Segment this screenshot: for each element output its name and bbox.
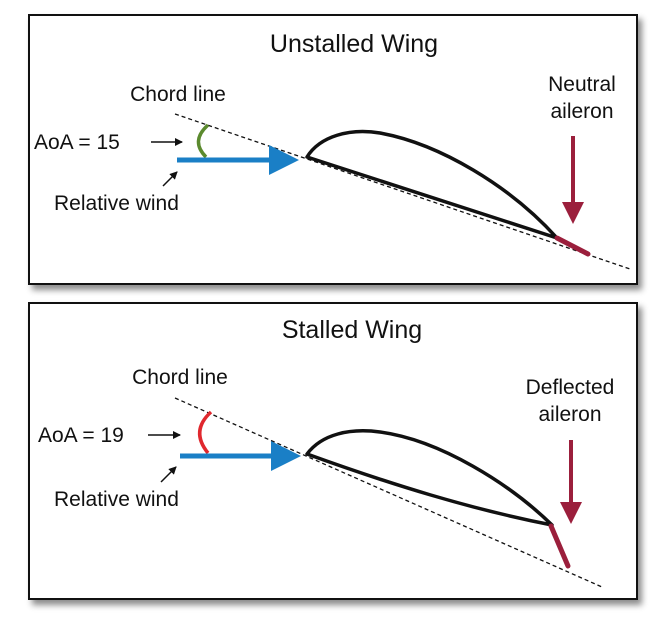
relative-wind-pointer-arrow: [162, 171, 178, 187]
aileron-indicator-arrow-head: [562, 202, 584, 224]
aileron: [554, 235, 591, 257]
aoa-label: AoA = 15: [34, 131, 120, 154]
aoa-arc: [198, 410, 213, 455]
aoa-arc: [196, 123, 210, 159]
stalled-wing-diagram: Stalled Wing Chord line AoA = 19 Relativ…: [38, 316, 615, 588]
aoa-label: AoA = 19: [38, 424, 124, 447]
panel-title: Unstalled Wing: [270, 30, 438, 58]
relative-wind-label: Relative wind: [54, 488, 179, 511]
aileron: [548, 523, 571, 569]
aileron-label-line1: Neutral: [548, 73, 616, 96]
aileron-indicator-arrow-head: [560, 502, 582, 524]
unstalled-wing-panel: Unstalled Wing Chord line AoA = 15 Relat…: [28, 14, 638, 285]
chord-line-label: Chord line: [132, 366, 228, 389]
unstalled-wing-diagram: Unstalled Wing Chord line AoA = 15 Relat…: [34, 30, 631, 270]
aileron-label-line2: aileron: [538, 403, 601, 426]
relative-wind-label: Relative wind: [54, 192, 179, 215]
chord-line-label: Chord line: [130, 83, 226, 106]
chord-line: [174, 397, 603, 588]
aileron-label-line2: aileron: [550, 100, 613, 123]
chord-line: [174, 113, 631, 270]
relative-wind-pointer-arrow: [160, 466, 177, 483]
airfoil: [305, 129, 559, 240]
panel-title: Stalled Wing: [282, 316, 422, 344]
aileron-label-line1: Deflected: [526, 376, 615, 399]
stalled-wing-panel: Stalled Wing Chord line AoA = 19 Relativ…: [28, 302, 638, 600]
airfoil: [305, 429, 554, 527]
